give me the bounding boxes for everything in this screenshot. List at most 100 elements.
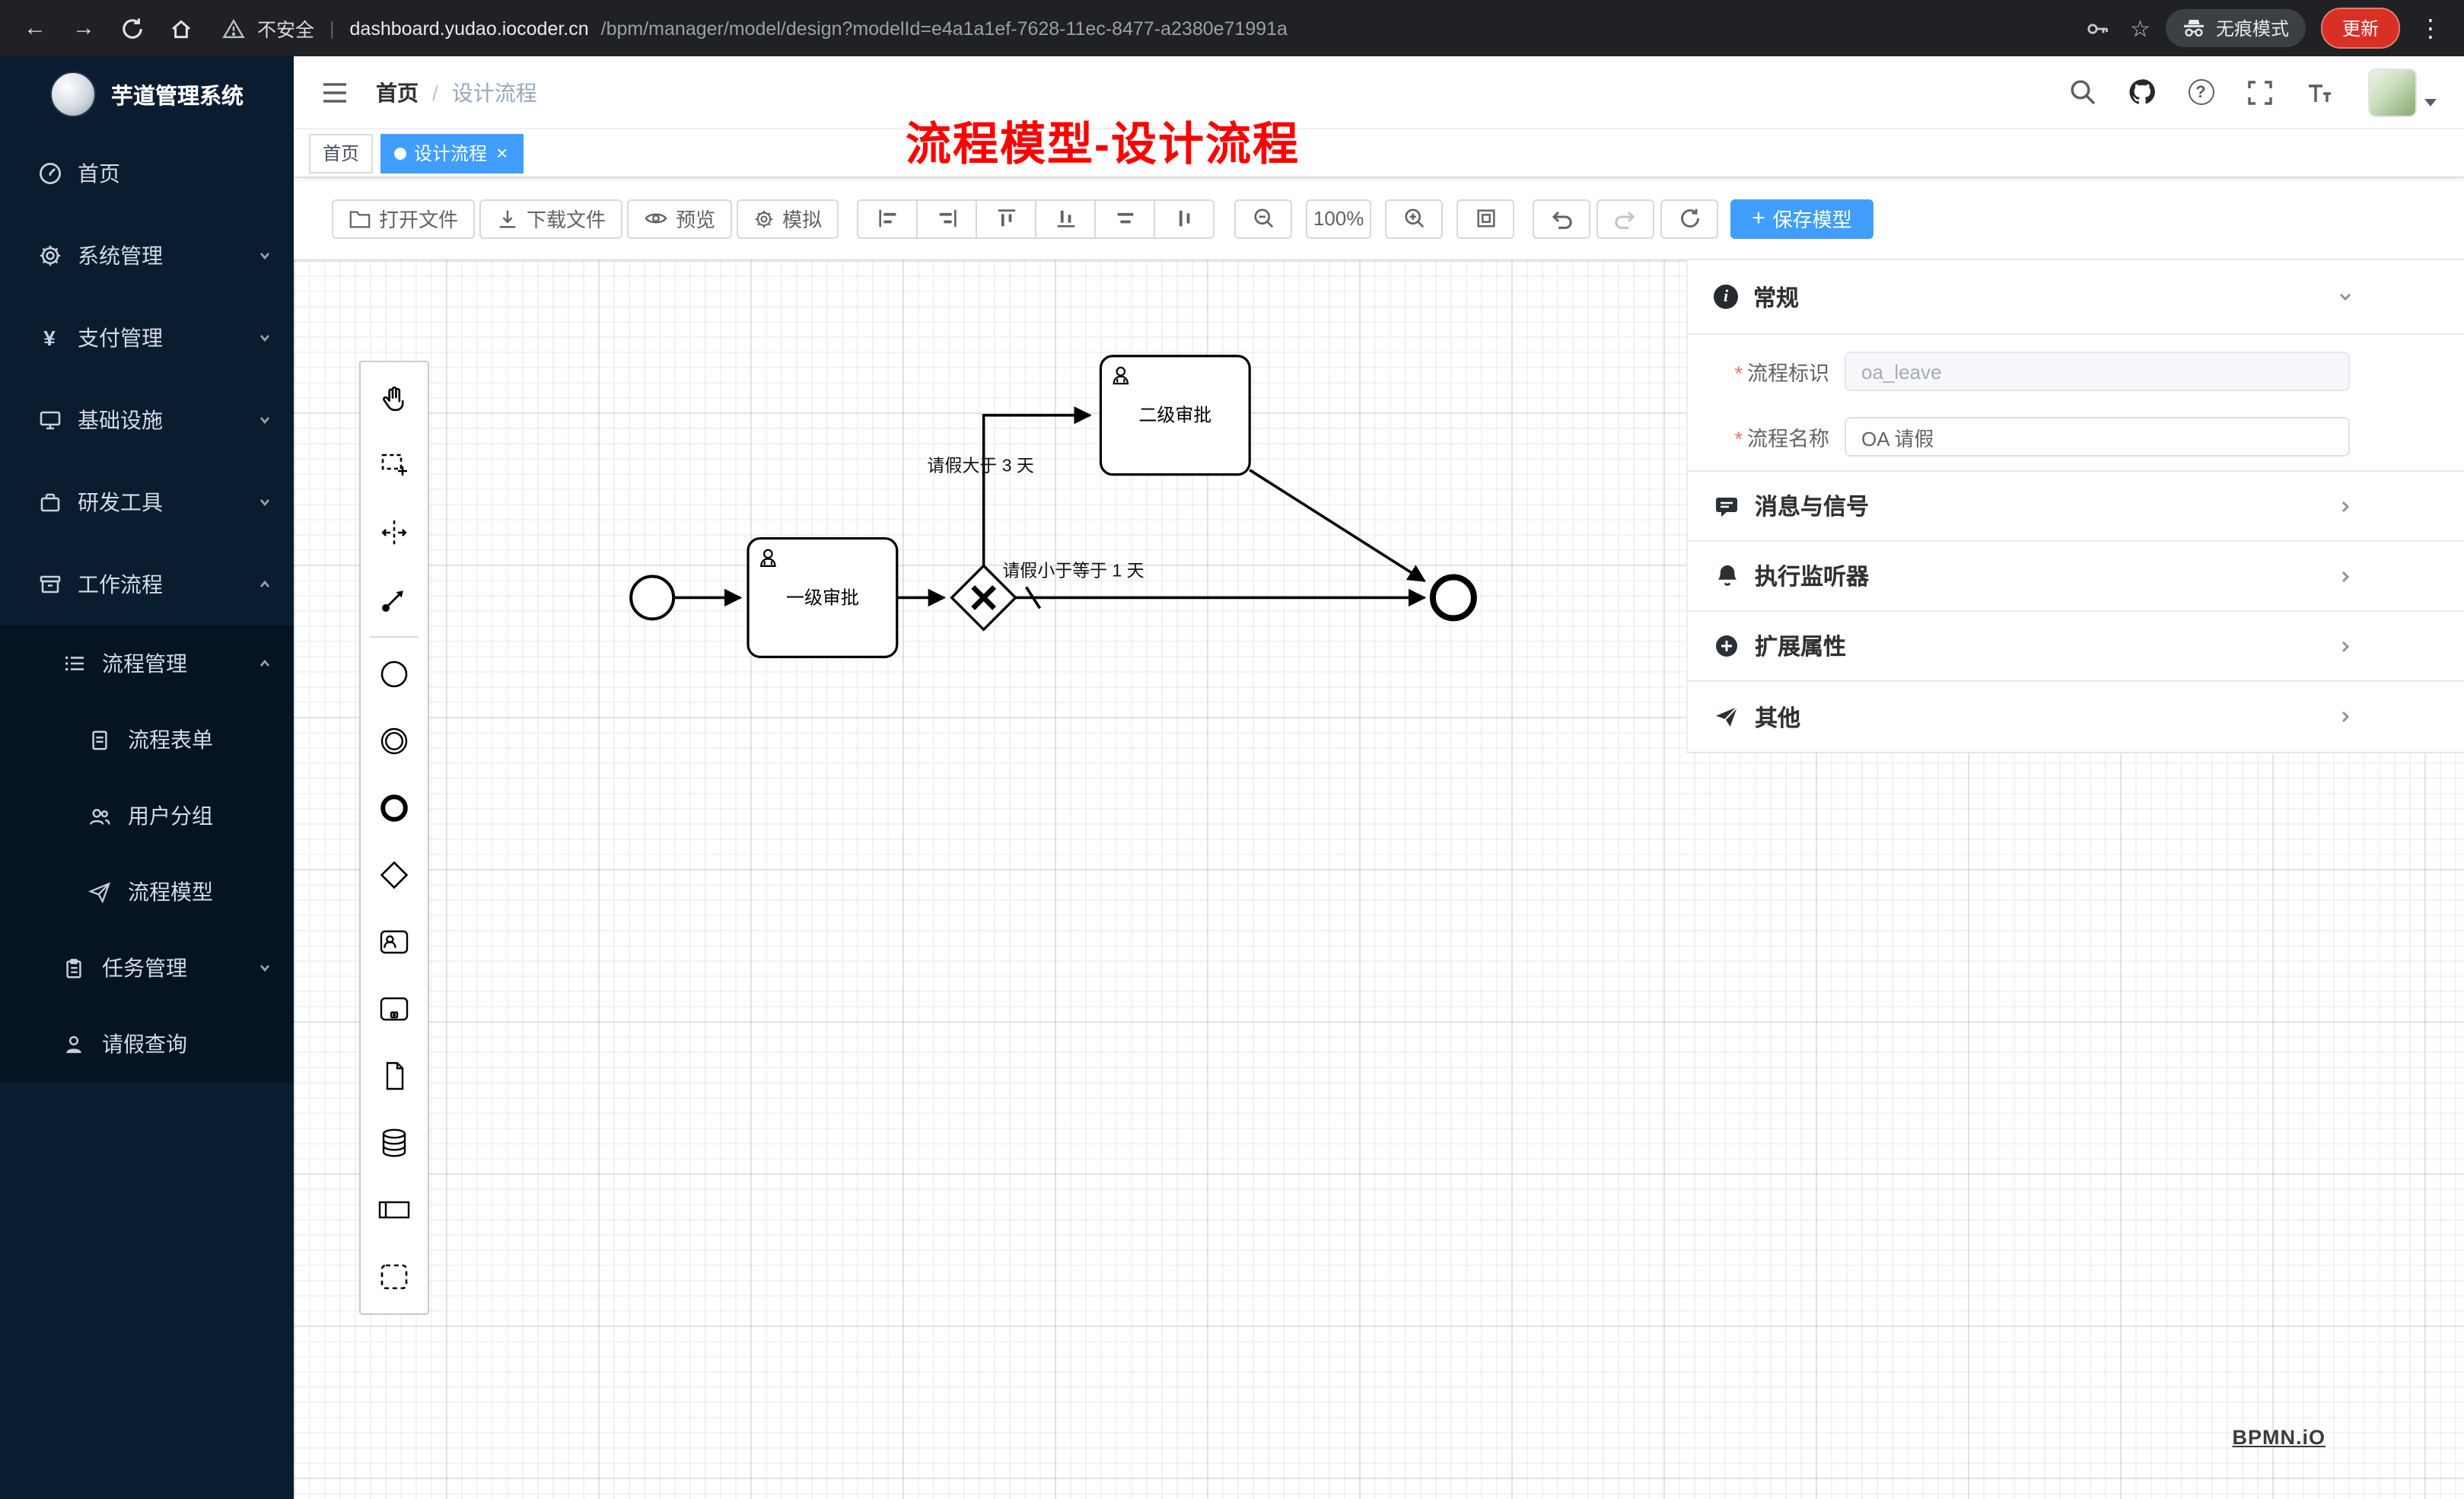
align-left-button[interactable]	[857, 199, 918, 238]
palette-space-tool[interactable]	[361, 499, 428, 566]
active-dot	[394, 147, 407, 159]
palette-global-connect-tool[interactable]	[361, 566, 428, 633]
tab-design-active[interactable]: 设计流程 ×	[380, 133, 524, 173]
process-name-input[interactable]	[1845, 417, 2350, 457]
avatar[interactable]	[2368, 68, 2417, 116]
undo-button[interactable]	[1533, 199, 1591, 238]
palette-participant[interactable]	[361, 1176, 428, 1243]
zoom-level-button[interactable]: 100%	[1306, 199, 1372, 238]
sidebar-item-process-form[interactable]: 流程表单	[0, 702, 294, 778]
sidebar-item-devtools[interactable]: 研发工具	[0, 461, 294, 543]
save-model-button[interactable]: + 保存模型	[1730, 199, 1873, 238]
chevron-down-icon	[257, 495, 272, 510]
palette-intermediate-event[interactable]	[361, 708, 428, 775]
align-center-horizontal-button[interactable]	[1094, 199, 1156, 238]
help-icon[interactable]: ?	[2184, 75, 2217, 109]
user-menu[interactable]	[2368, 68, 2437, 116]
sidebar-item-infrastructure[interactable]: 基础设施	[0, 379, 294, 461]
logo-avatar	[50, 72, 96, 117]
breadcrumb-home[interactable]: 首页	[376, 80, 419, 104]
align-right-button[interactable]	[916, 199, 978, 238]
zoom-reset-button[interactable]	[1456, 199, 1515, 238]
align-center-vertical-button[interactable]	[1154, 199, 1215, 238]
end-event-icon	[380, 794, 408, 822]
bpmn-diagram[interactable]: 一级审批 二	[294, 260, 2464, 1499]
end-event-node[interactable]	[1429, 574, 1477, 622]
open-file-button[interactable]: 打开文件	[332, 199, 476, 238]
bpmn-io-watermark[interactable]: BPMN.iO	[2232, 1426, 2326, 1449]
section-execution-listener[interactable]: 执行监听器	[1688, 542, 2464, 612]
task-second-approval[interactable]: 二级审批	[1099, 355, 1251, 476]
align-top-button[interactable]	[976, 199, 1037, 238]
sidebar-item-payment[interactable]: ¥ 支付管理	[0, 297, 294, 379]
palette-exclusive-gateway[interactable]	[361, 842, 428, 909]
palette-hand-tool[interactable]	[361, 365, 428, 432]
sidebar-item-task-management[interactable]: 任务管理	[0, 930, 294, 1006]
sidebar-toggle-icon[interactable]	[318, 75, 352, 109]
section-title: 执行监听器	[1755, 565, 1870, 590]
palette-subprocess[interactable]	[361, 975, 428, 1042]
sidebar-item-home[interactable]: 首页	[0, 132, 294, 215]
download-file-button[interactable]: 下载文件	[479, 199, 623, 238]
tab-home[interactable]: 首页	[309, 133, 374, 173]
browser-back-button[interactable]: ←	[24, 15, 46, 41]
tab-close-icon[interactable]: ×	[496, 142, 508, 164]
sidebar-item-label: 用户分组	[128, 804, 213, 828]
data-store-icon	[382, 1128, 406, 1157]
palette-lasso-tool[interactable]	[361, 432, 428, 499]
browser-update-button[interactable]: 更新	[2320, 8, 2400, 49]
browser-chrome: ← → 不安全 | dashboard.yudao.iocoder.cn/bpm…	[0, 0, 2464, 56]
exclusive-gateway-node[interactable]	[950, 564, 1017, 632]
section-other[interactable]: 其他	[1688, 682, 2464, 752]
section-general[interactable]: i 常规	[1688, 260, 2464, 335]
sidebar-item-process-model[interactable]: 流程模型	[0, 854, 294, 930]
browser-reload-button[interactable]	[116, 11, 149, 45]
palette-data-object[interactable]	[361, 1042, 428, 1109]
sequence-flows[interactable]	[673, 406, 1427, 609]
palette-start-event[interactable]	[361, 641, 428, 708]
palette-end-event[interactable]	[361, 775, 428, 842]
sidebar-item-user-group[interactable]: 用户分组	[0, 778, 294, 854]
palette-data-store[interactable]	[361, 1109, 428, 1176]
tags-view-bar: 首页 设计流程 ×	[294, 129, 2464, 178]
browser-menu-icon[interactable]: ⋮	[2418, 16, 2443, 42]
browser-forward-button[interactable]: →	[72, 15, 95, 41]
browser-home-button[interactable]	[164, 11, 198, 45]
redo-button[interactable]	[1597, 199, 1655, 238]
search-icon[interactable]	[2065, 75, 2099, 109]
sidebar-item-label: 基础设施	[78, 408, 163, 432]
github-icon[interactable]	[2125, 75, 2158, 109]
refresh-button[interactable]	[1660, 199, 1719, 238]
sidebar-item-system[interactable]: 系统管理	[0, 215, 294, 297]
section-message-signal[interactable]: 消息与信号	[1688, 472, 2464, 542]
message-icon	[1714, 493, 1740, 519]
sidebar-item-leave-query[interactable]: 请假查询	[0, 1006, 294, 1082]
task-first-approval[interactable]: 一级审批	[747, 536, 899, 658]
palette-group[interactable]	[361, 1243, 428, 1310]
gear-icon	[37, 243, 62, 269]
fullscreen-icon[interactable]	[2243, 75, 2277, 109]
zoom-out-button[interactable]	[1234, 199, 1293, 238]
chevron-up-icon	[257, 656, 272, 671]
process-name-label: 流程名称	[1688, 422, 1845, 452]
flow-label-gt: 请假大于 3 天	[927, 456, 1033, 476]
zoom-controls: 100%	[1234, 199, 1515, 238]
zoom-in-button[interactable]	[1385, 199, 1444, 238]
preview-button[interactable]: 预览	[627, 199, 733, 238]
bookmark-star-icon[interactable]: ☆	[2130, 16, 2150, 42]
align-bottom-button[interactable]	[1035, 199, 1097, 238]
font-size-icon[interactable]	[2303, 75, 2336, 109]
simulate-button[interactable]: 模拟	[737, 199, 839, 238]
palette-user-task[interactable]	[361, 909, 428, 975]
password-key-icon[interactable]	[2081, 11, 2115, 45]
paper-plane-icon	[87, 879, 113, 905]
chevron-right-icon	[2336, 497, 2354, 515]
sidebar-item-process-management[interactable]: 流程管理	[0, 625, 294, 702]
app-logo[interactable]: 芋道管理系统	[0, 56, 294, 132]
yen-icon: ¥	[43, 326, 56, 350]
start-event-node[interactable]	[629, 574, 676, 621]
address-bar[interactable]: 不安全 | dashboard.yudao.iocoder.cn/bpm/man…	[222, 14, 2066, 43]
section-extended-attributes[interactable]: 扩展属性	[1688, 612, 2464, 682]
bpmn-canvas-area[interactable]: 一级审批 二	[294, 259, 2464, 1499]
sidebar-item-workflow[interactable]: 工作流程	[0, 543, 294, 625]
